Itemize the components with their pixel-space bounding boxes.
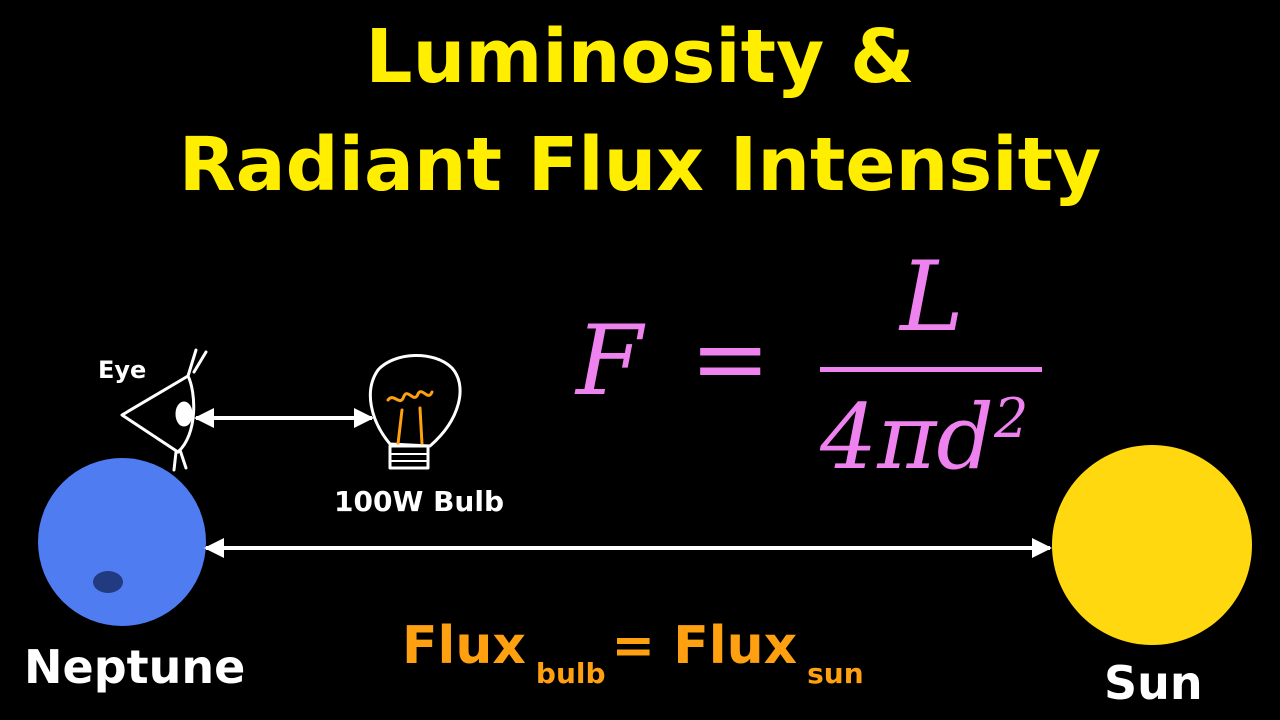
title-line-2: Radiant Flux Intensity bbox=[178, 122, 1102, 208]
formula-denominator-base: 4πd bbox=[820, 385, 995, 490]
title-line-1: Luminosity & bbox=[365, 14, 915, 100]
formula-denominator-exponent: 2 bbox=[994, 387, 1029, 450]
neptune-dark-spot bbox=[93, 571, 123, 593]
formula-denominator: 4πd2 bbox=[820, 385, 1028, 490]
formula-numerator: L bbox=[900, 241, 964, 353]
flux-sun-text: Flux bbox=[673, 616, 798, 676]
bulb-label: 100W Bulb bbox=[334, 485, 504, 518]
formula-flux-symbol: F bbox=[576, 305, 643, 417]
eye-label: Eye bbox=[98, 356, 147, 384]
eye-icon bbox=[120, 348, 208, 472]
sun-star bbox=[1052, 445, 1252, 645]
formula-fraction-bar bbox=[820, 367, 1042, 372]
flux-bulb-text: Flux bbox=[402, 616, 526, 676]
neptune-planet bbox=[38, 458, 206, 626]
neptune-label: Neptune bbox=[24, 640, 246, 694]
light-bulb-icon bbox=[368, 354, 462, 470]
flux-equals: = bbox=[611, 616, 656, 676]
sun-label: Sun bbox=[1104, 656, 1203, 710]
flux-formula: F = L 4πd2 bbox=[570, 241, 1070, 495]
flux-sun-subscript: sun bbox=[807, 657, 864, 690]
flux-bulb-subscript: bulb bbox=[535, 657, 606, 690]
formula-equals: = bbox=[690, 303, 771, 415]
